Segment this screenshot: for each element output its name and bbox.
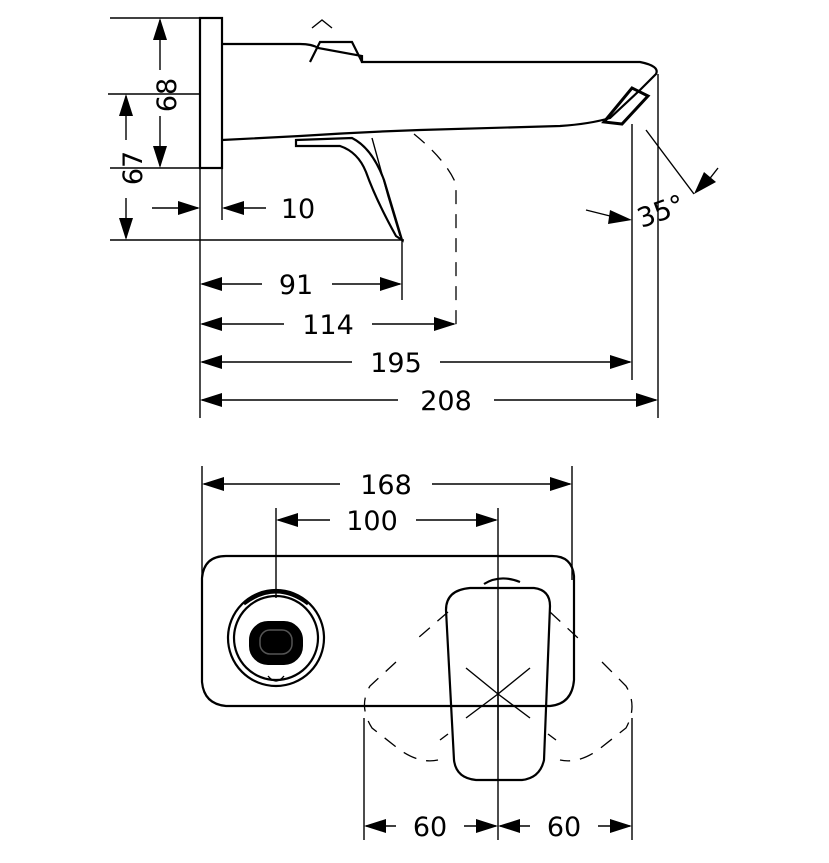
lever-swing-right (549, 611, 633, 762)
cap-hint (311, 19, 333, 29)
dim-91: 91 (279, 270, 313, 301)
dim-60-left: 60 (413, 812, 447, 843)
dim-68: 68 (152, 78, 183, 112)
aerator-front-mid (232, 594, 320, 682)
aerator-front-outer (226, 588, 326, 688)
lever-front (444, 586, 552, 782)
aerator-front-mesh (249, 621, 303, 665)
lever-swing-arc (413, 133, 457, 332)
dim-60-right: 60 (547, 812, 581, 843)
cartridge-cap (309, 40, 363, 63)
wall-plate-side (198, 16, 224, 170)
dim-208: 208 (420, 386, 472, 417)
front-view: 168 100 60 (200, 466, 633, 843)
lever-swing-left (363, 611, 449, 762)
dim-67: 67 (118, 151, 149, 185)
side-view: 68 67 10 91 114 195 (108, 16, 719, 418)
spout-body (221, 42, 658, 142)
dim-35-degrees: 35° (633, 189, 689, 234)
dim-100: 100 (346, 506, 398, 537)
dim-114: 114 (302, 310, 354, 341)
lever-front-top (483, 577, 521, 585)
dim-168: 168 (360, 470, 412, 501)
lever-side (294, 136, 404, 243)
lever-inner (371, 137, 401, 237)
aerator (601, 86, 651, 126)
dim-10: 10 (281, 194, 315, 225)
dim-195: 195 (370, 348, 422, 379)
wall-plate-front (200, 554, 576, 708)
aerator-front-spout (243, 590, 309, 606)
